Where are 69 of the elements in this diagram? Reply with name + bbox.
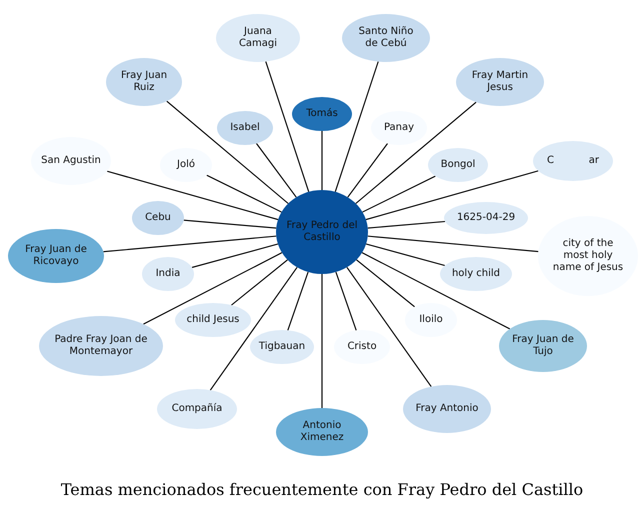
topic-ellipse	[132, 201, 184, 235]
node-label: C	[547, 155, 554, 167]
connector-line	[206, 174, 282, 213]
node-label: city of the most holy name of Jesus	[552, 238, 624, 274]
connector-line	[355, 102, 476, 204]
node-label: Fray Antonio	[416, 403, 478, 415]
topic-ellipse	[160, 148, 212, 182]
node-label: San Agustin	[41, 155, 101, 167]
node-label: Panay	[384, 122, 414, 134]
node-label: Fray Juan de Ricovayo	[24, 244, 88, 268]
topic-ellipse	[428, 148, 488, 182]
node-label: Fray Martin Jesus	[470, 70, 530, 94]
topic-ellipse	[217, 111, 273, 145]
topic-ellipse	[499, 320, 587, 372]
connector-line	[287, 272, 309, 330]
node-label: Juana Camagi	[238, 26, 278, 50]
topic-ellipse	[405, 303, 457, 337]
topic-ellipse	[142, 257, 194, 291]
topic-ellipse	[276, 190, 368, 274]
node-label: Antonio Ximenez	[299, 420, 345, 444]
node-label: Tigbauan	[258, 341, 306, 353]
node-label: Fray Pedro del Castillo	[286, 220, 358, 244]
connector-line	[368, 220, 446, 229]
node-label: child Jesus	[186, 314, 240, 326]
topic-ellipse	[175, 303, 251, 337]
connector-line	[366, 243, 445, 266]
connector-line	[103, 236, 276, 252]
chart-title: Temas mencionados frecuentemente con Fray Pedro del Castillo	[60, 480, 584, 499]
connector-line	[362, 176, 436, 213]
node-label: India	[156, 268, 180, 280]
connector-line	[107, 170, 278, 220]
node-label: Joló	[177, 159, 195, 171]
node-label: holy child	[452, 268, 500, 280]
node-label: Bongol	[440, 159, 476, 171]
connector-line	[143, 252, 282, 325]
connector-line	[166, 100, 289, 204]
connector-line	[347, 143, 388, 198]
topic-ellipse	[334, 330, 390, 364]
node-label: Iloilo	[419, 314, 443, 326]
connector-line	[192, 243, 278, 268]
node-label: Cebu	[145, 212, 171, 224]
topic-ellipse	[440, 257, 512, 291]
connector-line	[210, 266, 298, 390]
connector-line	[334, 61, 379, 192]
node-label: Fray Juan de Tujo	[511, 334, 575, 358]
topic-ellipse	[250, 330, 314, 364]
connector-line	[321, 131, 323, 190]
node-label: Fray Juan Ruiz	[120, 70, 168, 94]
connector-line	[362, 252, 510, 330]
node-label: Compañía	[172, 403, 222, 415]
node-label: Santo Niño de Cebú	[358, 26, 414, 50]
node-label: Isabel	[230, 122, 260, 134]
connector-line	[321, 274, 323, 408]
node-label: ar	[588, 155, 599, 167]
topic-ellipse	[371, 111, 427, 145]
topic-ellipse	[292, 97, 352, 131]
node-label: Tomás	[306, 108, 338, 120]
node-label: 1625-04-29	[456, 212, 516, 224]
node-label: Padre Fray Joan de Montemayor	[54, 334, 148, 358]
connector-line	[184, 220, 276, 229]
connector-line	[368, 236, 538, 252]
connector-line	[256, 143, 297, 198]
connector-line	[346, 266, 432, 387]
connector-line	[366, 170, 538, 220]
connector-line	[356, 259, 415, 308]
node-label: Cristo	[347, 341, 377, 353]
connector-line	[231, 259, 288, 306]
connector-line	[335, 272, 357, 331]
connector-line	[265, 61, 310, 192]
